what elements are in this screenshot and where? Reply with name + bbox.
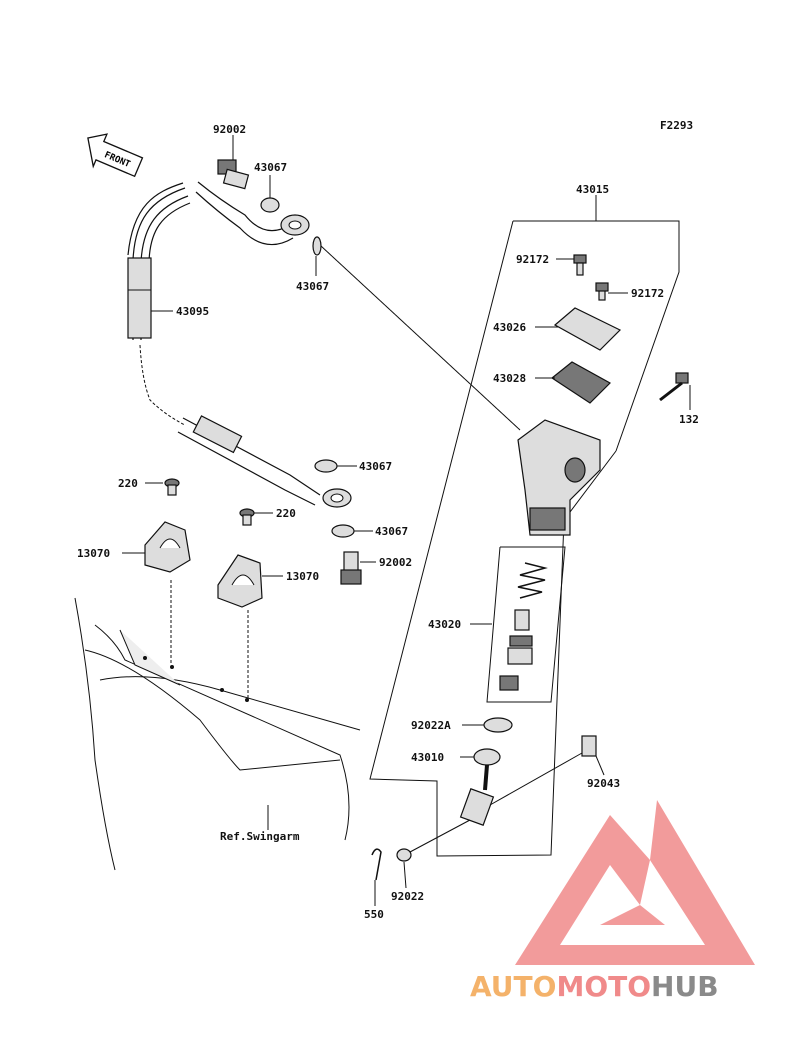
washer-43067-top — [260, 197, 280, 213]
washer-43067-a — [314, 459, 338, 473]
label-43028: 43028 — [493, 372, 526, 385]
label-550: 550 — [364, 908, 384, 921]
label-43010: 43010 — [411, 751, 444, 764]
washer-92022 — [396, 848, 412, 862]
label-43067-mid: 43067 — [296, 280, 329, 293]
watermark-part1: AUTO — [470, 970, 556, 1003]
bolt-132 — [659, 372, 689, 402]
label-43095: 43095 — [176, 305, 209, 318]
watermark-text: AUTOMOTOHUB — [470, 970, 719, 1003]
part-labels: 92002 43067 43067 43095 43067 43067 9200… — [77, 123, 699, 921]
label-13070-left: 13070 — [77, 547, 110, 560]
label-43026: 43026 — [493, 321, 526, 334]
label-43015: 43015 — [576, 183, 609, 196]
label-43067-a: 43067 — [359, 460, 392, 473]
master-cylinder-body — [517, 419, 601, 536]
ref-swingarm-label: Ref.Swingarm — [220, 830, 300, 843]
pin-92043 — [489, 735, 597, 806]
cotter-pin-550 — [371, 848, 382, 881]
banjo-bolt-bottom — [340, 551, 362, 585]
leader-lines — [122, 135, 691, 906]
front-arrow-icon: FRONT — [87, 133, 144, 178]
push-rod-43010 — [459, 748, 501, 826]
label-92172-right: 92172 — [631, 287, 664, 300]
swingarm — [74, 597, 361, 871]
label-220-left: 220 — [118, 477, 138, 490]
label-92172-left: 92172 — [516, 253, 549, 266]
bolt-220-right — [239, 508, 255, 526]
watermark-logo-icon — [515, 800, 755, 965]
label-92043: 92043 — [587, 777, 620, 790]
figure-code: F2293 — [660, 119, 693, 132]
label-92002-top: 92002 — [213, 123, 246, 136]
label-92022A: 92022A — [411, 719, 451, 732]
watermark-part3: HUB — [651, 970, 719, 1003]
clamp-13070-left — [144, 521, 191, 573]
watermark-part2: MOTO — [556, 970, 651, 1003]
label-220-right: 220 — [276, 507, 296, 520]
label-92002-bottom: 92002 — [379, 556, 412, 569]
washer-43067-mid — [312, 236, 322, 256]
label-43020: 43020 — [428, 618, 461, 631]
bolt-220-left — [164, 478, 180, 496]
piston-kit — [499, 562, 548, 691]
bolt-92172-left — [573, 254, 587, 276]
diaphragm-43028 — [550, 361, 611, 404]
label-92022: 92022 — [391, 890, 424, 903]
banjo-bolt-top — [217, 159, 250, 190]
brake-hose — [127, 181, 352, 508]
reservoir-cap-43026 — [553, 307, 622, 351]
bolt-92172-right — [595, 282, 609, 301]
label-43067-top: 43067 — [254, 161, 287, 174]
washer-43067-b — [331, 524, 355, 538]
clamp-13070-right — [217, 554, 263, 608]
label-43067-b: 43067 — [375, 525, 408, 538]
label-132: 132 — [679, 413, 699, 426]
label-13070-right: 13070 — [286, 570, 319, 583]
circlip-92022A — [483, 717, 513, 733]
